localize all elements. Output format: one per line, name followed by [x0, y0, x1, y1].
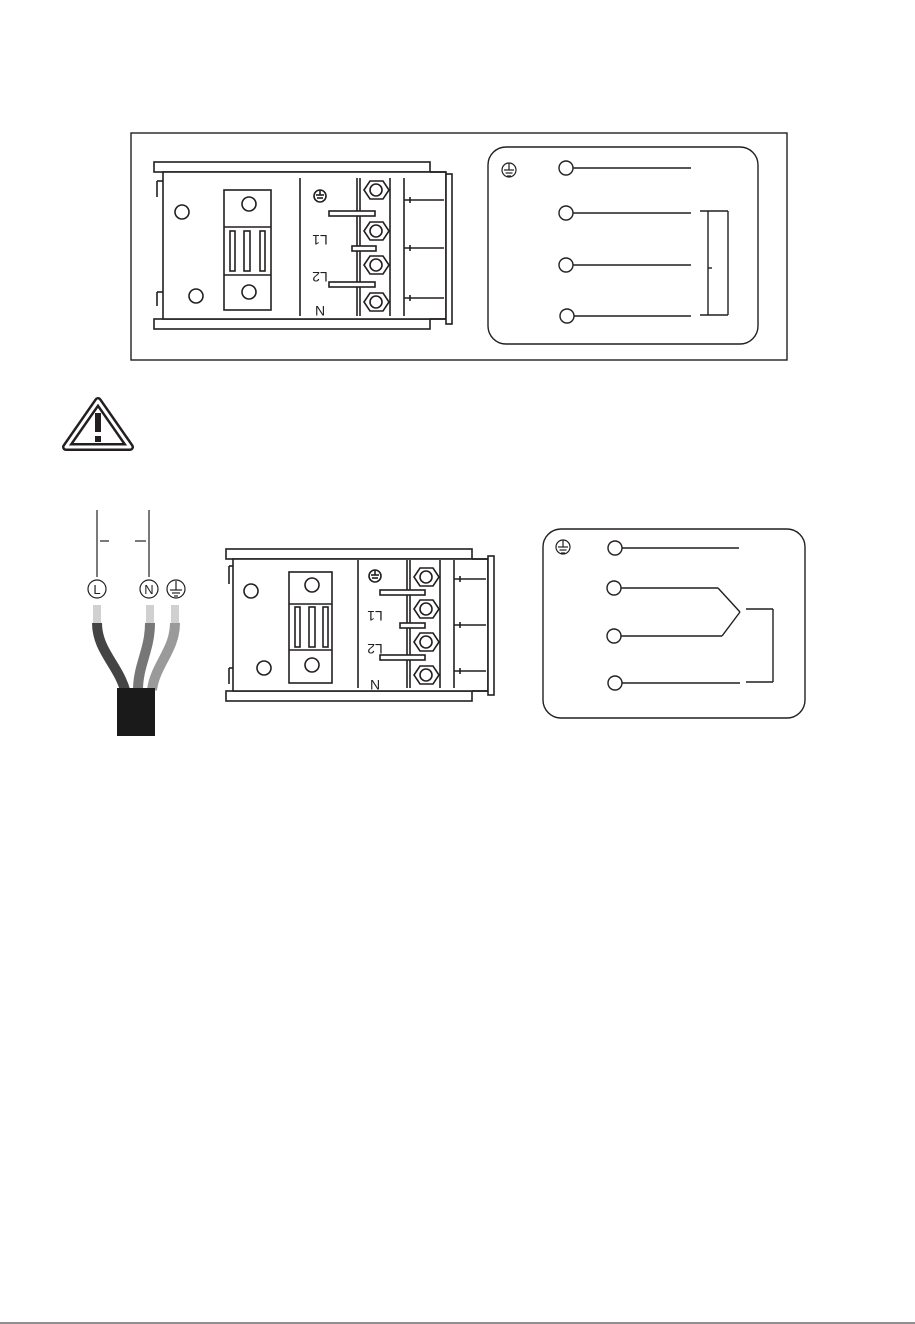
marking-n: N — [315, 303, 325, 319]
wiring-schematic-1 — [488, 147, 758, 344]
marking-l1: L1 — [312, 232, 328, 248]
marking-l2: L2 — [312, 269, 328, 285]
terminal-block-2 — [226, 549, 494, 701]
earth-ground-icon — [556, 540, 570, 554]
marking-l2: L2 — [367, 641, 383, 657]
earth-ground-icon — [502, 163, 516, 177]
marking-l1: L1 — [367, 608, 383, 624]
terminal-block-1 — [154, 162, 452, 329]
cable-label-n: N — [144, 582, 153, 597]
wiring-schematic-2 — [543, 529, 805, 718]
earth-ground-icon — [167, 580, 185, 598]
supply-cable: L N — [88, 510, 185, 736]
warning-triangle-icon — [66, 401, 130, 447]
marking-n: N — [370, 677, 380, 693]
cable-sheath — [117, 688, 155, 736]
cable-label-l: L — [93, 582, 100, 597]
